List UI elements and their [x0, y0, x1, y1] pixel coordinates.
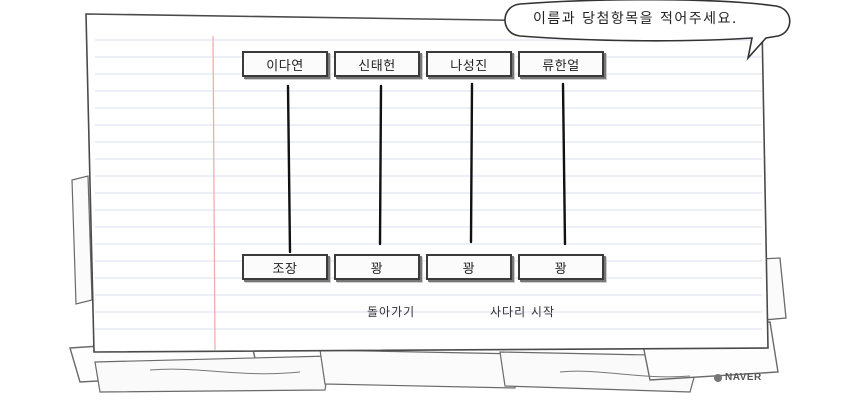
result-box-4[interactable]: 꽝 — [518, 254, 604, 280]
naver-logo-text: NAVER — [725, 372, 762, 383]
player-name-box-4[interactable]: 류한얼 — [518, 51, 604, 77]
ladder-rail-3 — [469, 82, 474, 244]
ladder-rail-1 — [286, 84, 292, 254]
result-box-3[interactable]: 꽝 — [426, 254, 512, 280]
start-ladder-button[interactable]: 사다리 시작 — [490, 305, 556, 319]
result-box-2[interactable]: 꽝 — [334, 254, 420, 280]
player-name-box-2[interactable]: 신태헌 — [334, 51, 420, 77]
ladder-rail-2 — [378, 84, 383, 246]
player-name-box-1[interactable]: 이다연 — [242, 51, 328, 77]
naver-logo-icon — [714, 373, 722, 382]
result-box-1[interactable]: 조장 — [242, 254, 328, 280]
back-button[interactable]: 돌아가기 — [367, 305, 416, 319]
naver-logo: NAVER — [714, 372, 762, 383]
instruction-speech-bubble: 이름과 당첨항목을 적어주세요. — [533, 11, 738, 27]
player-name-box-3[interactable]: 나성진 — [426, 51, 512, 77]
ladder-rail-4 — [561, 82, 567, 246]
